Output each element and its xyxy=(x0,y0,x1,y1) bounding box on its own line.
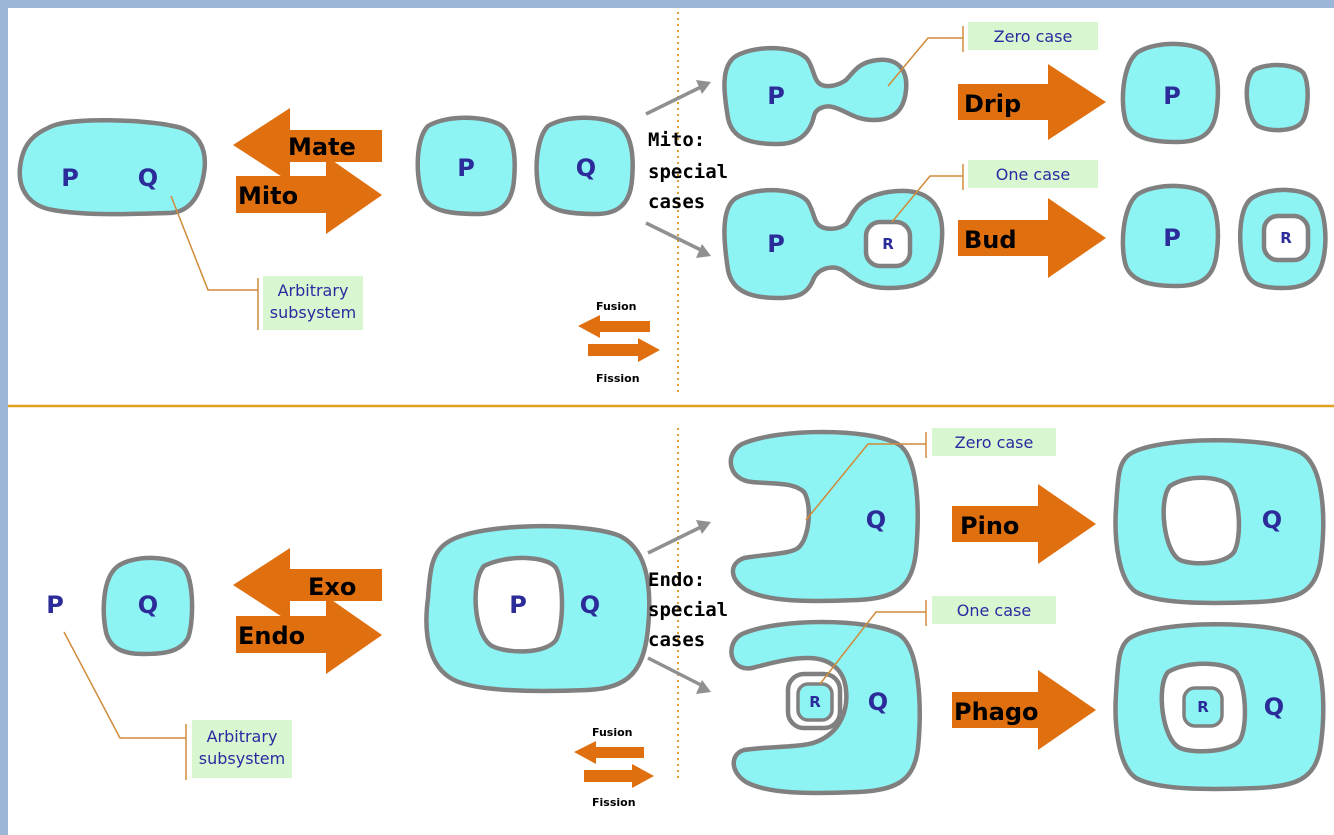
bottom-grey-arrow-up xyxy=(647,524,704,555)
bottom-zero-note-box xyxy=(932,428,1056,456)
membrane-diagram: P Q Arbitrary subsystem Mate Mito P Q Mi… xyxy=(8,12,1334,809)
bud-arrow-label: Bud xyxy=(964,226,1017,254)
top-bud-result-inner-r xyxy=(1261,213,1311,263)
bottom-phago-result-q-label: Q xyxy=(1264,693,1284,721)
bottom-zero-callout-line xyxy=(805,443,926,521)
diagram-canvas: P Q Arbitrary subsystem Mate Mito P Q Mi… xyxy=(8,8,1334,835)
top-one-callout-line xyxy=(891,175,963,223)
top-legend-fusion-arrow xyxy=(578,315,650,338)
top-legend-fusion: Fusion xyxy=(596,300,637,313)
bottom-left-p-label: P xyxy=(46,591,64,619)
bottom-heading-line3: cases xyxy=(648,629,705,651)
drip-arrow-label: Drip xyxy=(964,90,1021,118)
mito-arrow xyxy=(236,156,382,234)
bottom-one-phago-cell xyxy=(729,619,922,796)
bottom-one-inner-r xyxy=(796,682,834,722)
phago-arrow-label: Phago xyxy=(954,698,1039,726)
bottom-phago-result-r-label: R xyxy=(1197,698,1209,716)
top-drip-result-p-label: P xyxy=(1163,82,1181,110)
top-left-cell xyxy=(17,118,208,217)
bottom-one-note: One case xyxy=(957,601,1031,620)
top-grey-arrowhead-up xyxy=(696,80,711,94)
mate-arrow-label: Mate xyxy=(288,133,356,161)
top-zero-p-label: P xyxy=(767,82,785,110)
top-left-p-label: P xyxy=(61,164,79,192)
top-one-note-box xyxy=(968,160,1098,188)
bottom-merged-q-label: Q xyxy=(580,591,600,619)
bottom-heading-line1: Endo: xyxy=(648,569,705,591)
bottom-merged-p-label: P xyxy=(509,591,527,619)
bottom-pino-result-q-label: Q xyxy=(1262,506,1282,534)
bottom-legend-fusion-arrow xyxy=(574,741,644,764)
top-one-p-label: P xyxy=(767,230,785,258)
pino-arrow-label: Pino xyxy=(960,512,1019,540)
top-split-cell-p xyxy=(415,115,517,217)
top-grey-arrow-up xyxy=(645,84,704,116)
bottom-legend-fission-arrow xyxy=(584,764,654,788)
top-drip-result-droplet xyxy=(1244,62,1310,133)
top-bud-result-p xyxy=(1120,183,1221,289)
bottom-legend-fission: Fission xyxy=(592,796,636,809)
bottom-heading-line2: special xyxy=(648,599,728,621)
bottom-left-q-cell xyxy=(101,555,195,657)
top-drip-result-p xyxy=(1120,41,1221,145)
top-zero-dumbbell xyxy=(722,45,909,147)
top-grey-arrowhead-down xyxy=(696,244,711,258)
bottom-phago-result-inner-r xyxy=(1182,686,1224,728)
top-one-r-label: R xyxy=(882,235,894,253)
top-one-note: One case xyxy=(996,165,1070,184)
mate-arrow xyxy=(233,108,382,182)
bottom-arbitrary-note-line2: subsystem xyxy=(199,749,285,768)
top-bud-result-r-label: R xyxy=(1280,229,1292,247)
top-split-q-label: Q xyxy=(576,154,596,182)
top-bud-result-p-label: P xyxy=(1163,224,1181,252)
top-heading-line2: special xyxy=(648,161,728,183)
exo-arrow xyxy=(233,548,382,622)
bottom-zero-note: Zero case xyxy=(955,433,1034,452)
bottom-zero-pino-cell xyxy=(728,429,920,604)
bottom-merged-inner-p xyxy=(473,555,565,654)
top-zero-note: Zero case xyxy=(994,27,1073,46)
top-one-bud xyxy=(722,187,945,301)
bottom-grey-arrow-down xyxy=(647,656,704,688)
bottom-one-r-label: R xyxy=(809,693,821,711)
top-one-inner-r xyxy=(863,219,913,269)
bottom-one-q-label: Q xyxy=(868,688,888,716)
endo-arrow-label: Endo xyxy=(238,622,305,650)
top-left-q-label: Q xyxy=(138,164,158,192)
bottom-arbitrary-callout-line xyxy=(63,631,186,739)
top-arbitrary-note-line2: subsystem xyxy=(270,303,356,322)
bottom-arbitrary-note-line1: Arbitrary xyxy=(207,727,278,746)
bottom-zero-q-label: Q xyxy=(866,506,886,534)
bottom-pino-result-vesicle xyxy=(1161,475,1242,566)
top-split-cell-q xyxy=(534,115,635,217)
top-zero-callout-line xyxy=(887,37,963,87)
phago-arrow xyxy=(952,670,1096,750)
mito-arrow-label: Mito xyxy=(238,182,298,210)
top-heading-line1: Mito: xyxy=(648,129,705,151)
top-arbitrary-note-line1: Arbitrary xyxy=(278,281,349,300)
top-grey-arrow-down xyxy=(645,221,704,253)
top-zero-note-box xyxy=(968,22,1098,50)
top-arbitrary-note-box xyxy=(263,276,363,330)
bottom-grey-arrowhead-down xyxy=(696,680,711,694)
exo-arrow-label: Exo xyxy=(308,573,356,601)
drip-arrow xyxy=(958,64,1106,140)
pino-arrow xyxy=(952,484,1096,564)
top-arbitrary-callout-line xyxy=(170,195,258,291)
bottom-left-q-label: Q xyxy=(138,591,158,619)
top-heading-line3: cases xyxy=(648,191,705,213)
top-legend-fission: Fission xyxy=(596,372,640,385)
endo-arrow xyxy=(236,596,382,674)
bottom-one-note-box xyxy=(932,596,1056,624)
top-legend-fission-arrow xyxy=(588,338,660,362)
bud-arrow xyxy=(958,198,1106,278)
bottom-legend-fusion: Fusion xyxy=(592,726,633,739)
bottom-one-callout-line xyxy=(819,611,926,685)
bottom-grey-arrowhead-up xyxy=(696,520,711,534)
bottom-arbitrary-note-box xyxy=(192,720,292,778)
top-split-p-label: P xyxy=(457,154,475,182)
